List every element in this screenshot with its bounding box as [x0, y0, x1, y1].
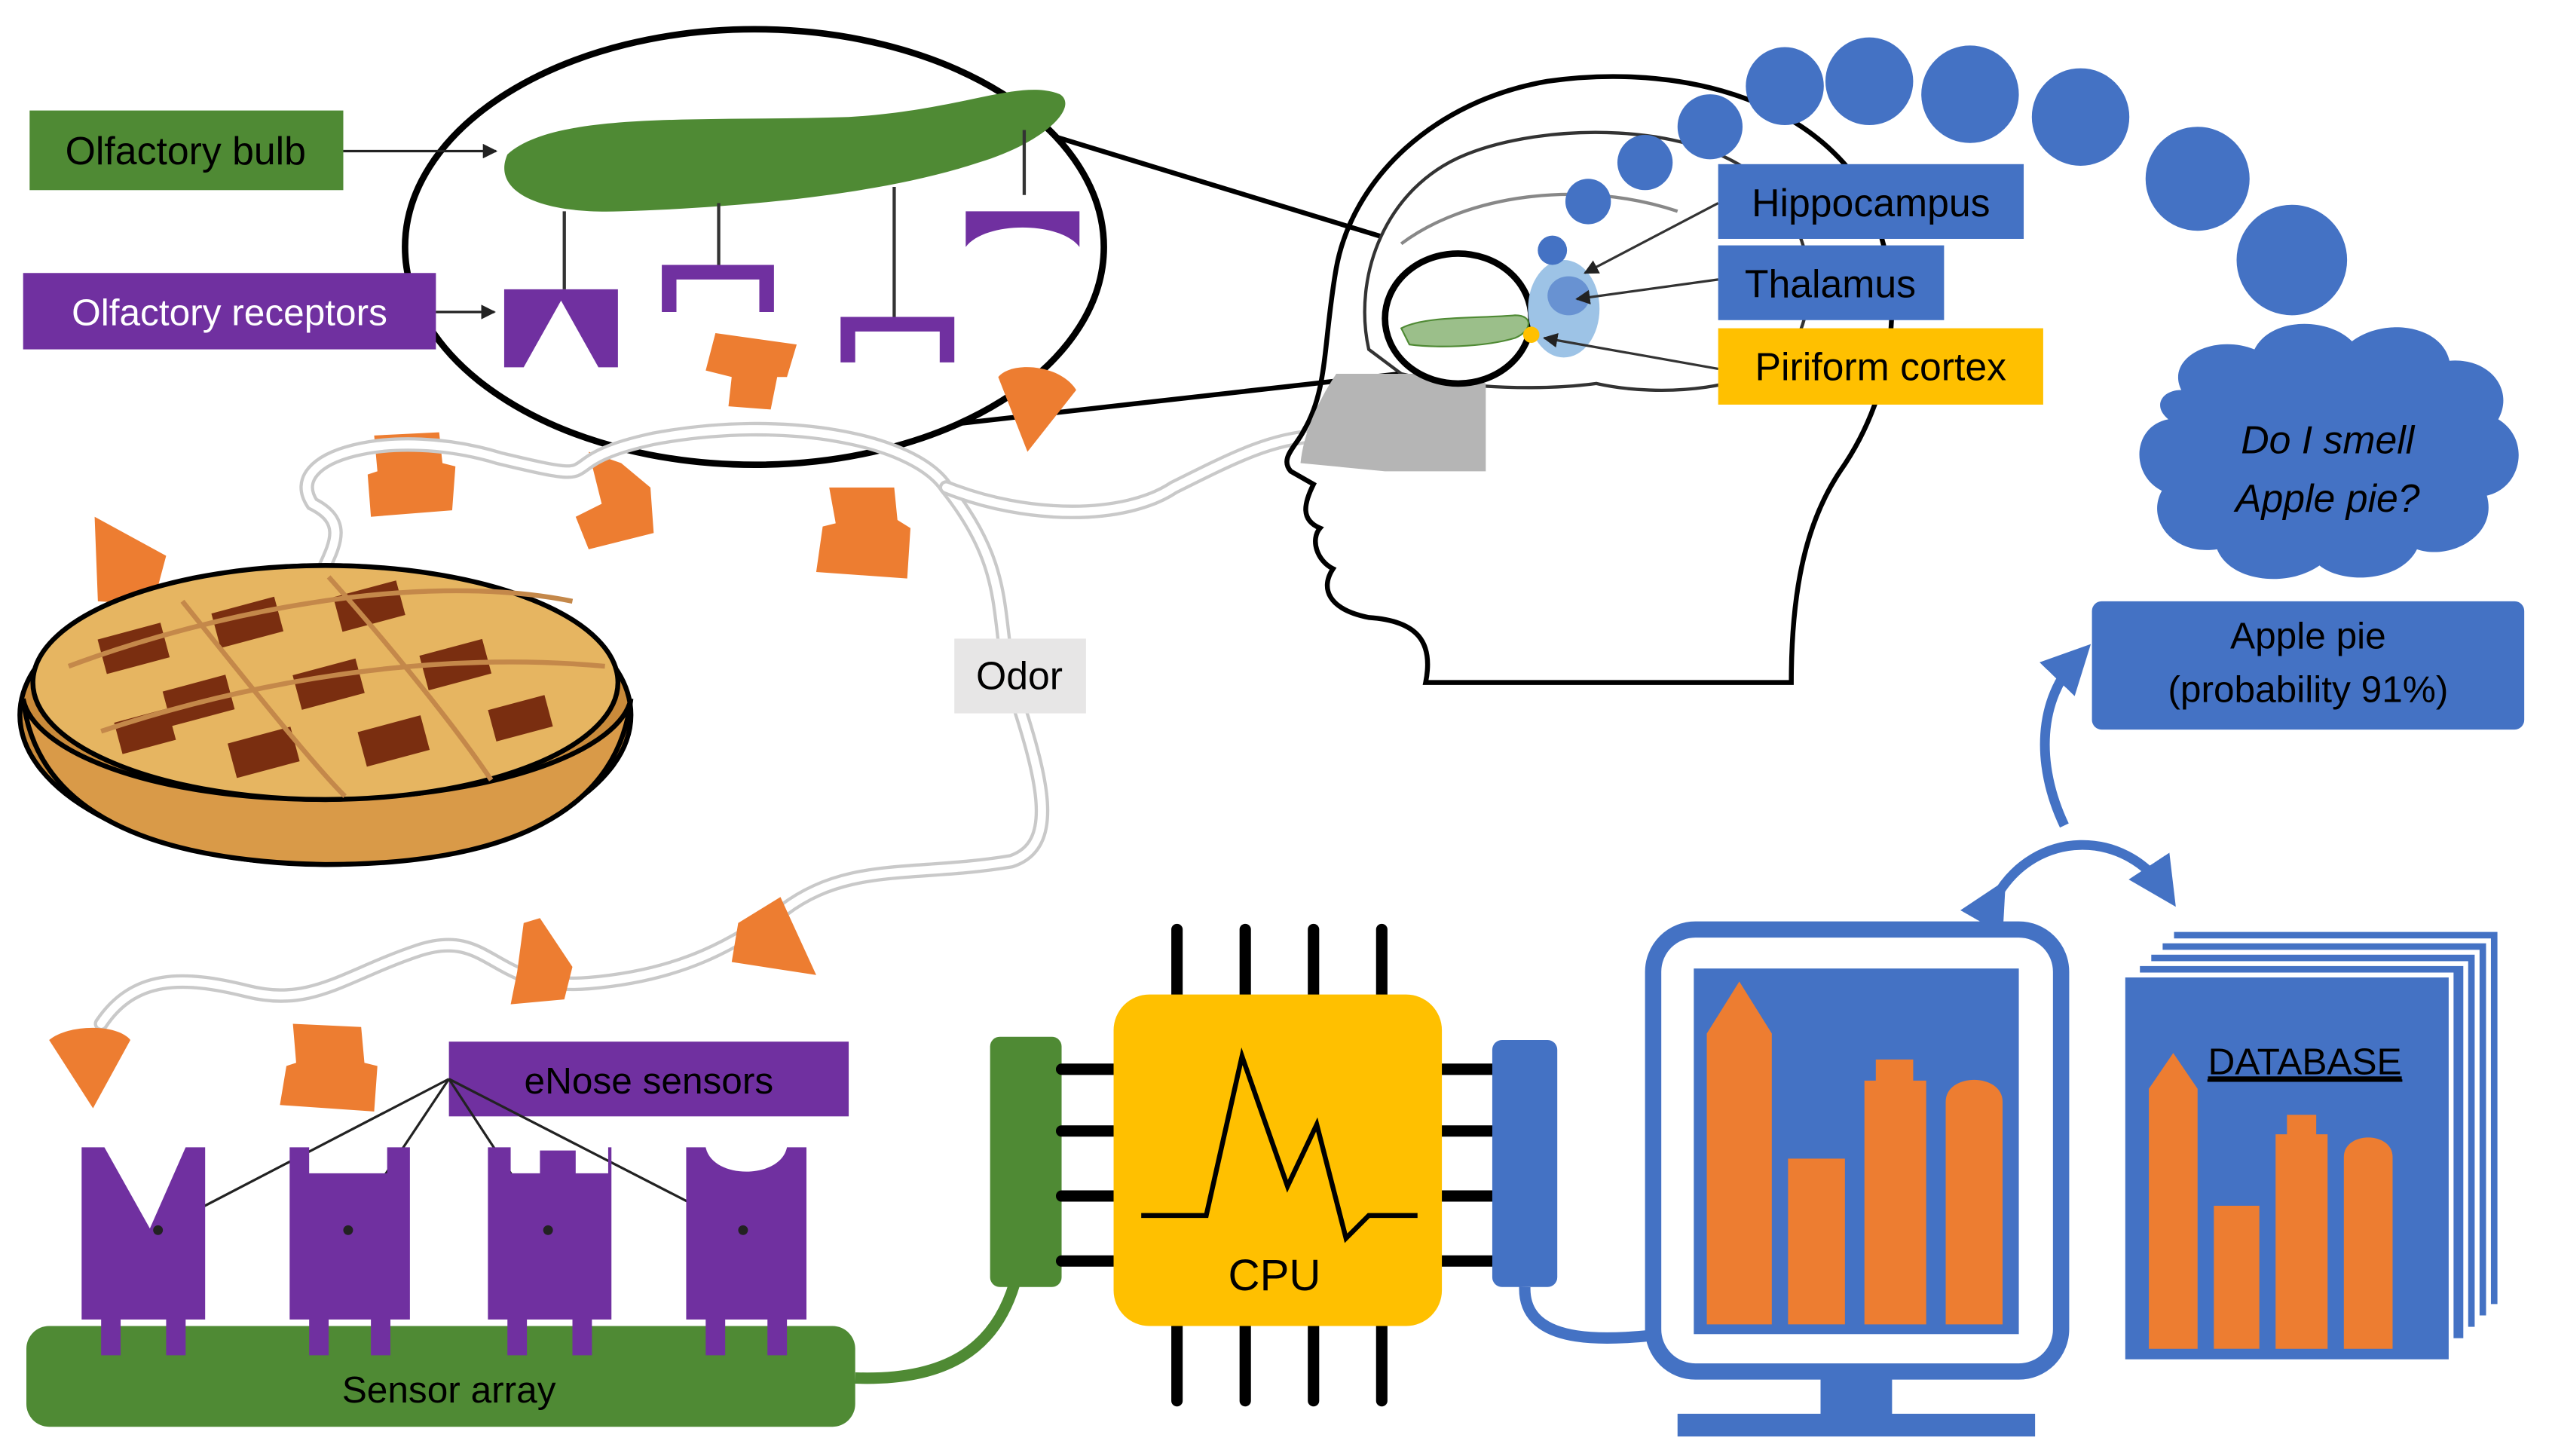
exchange-arrows [1960, 644, 2176, 935]
result-box: Apple pie (probability 91%) [2092, 601, 2525, 730]
enose-sensors-label: eNose sensors [448, 1042, 849, 1117]
odor-label: Odor [954, 638, 1086, 714]
blue-connector [1492, 1040, 1558, 1287]
thought-bubbles [1538, 37, 2348, 316]
svg-text:Sensor array: Sensor array [342, 1369, 556, 1411]
hippocampus-label: Hippocampus [1718, 164, 2024, 239]
receptor-v-shape [503, 289, 618, 368]
thought-text-line2: Apple pie? [2233, 476, 2420, 520]
svg-text:DATABASE: DATABASE [2208, 1040, 2401, 1082]
database-stack: DATABASE [2120, 927, 2503, 1365]
cpu-label: CPU [1229, 1251, 1321, 1300]
brain-pointers [1543, 202, 1719, 371]
receptor-square-cup [840, 317, 955, 362]
receptor-stalks [562, 130, 1027, 322]
thalamus-label: Thalamus [1718, 245, 1945, 320]
nasal-cavity [1300, 373, 1486, 472]
receptor-round-cup [965, 211, 1080, 247]
thought-text-line1: Do I smell [2241, 418, 2416, 462]
cable-sensor-cpu [855, 1282, 1021, 1384]
odor-path [93, 421, 1328, 1032]
receptor-square-cup [662, 265, 774, 312]
odor-molecules-sensors [49, 897, 816, 1112]
svg-text:Hippocampus: Hippocampus [1752, 181, 1990, 225]
svg-text:eNose sensors: eNose sensors [525, 1060, 774, 1102]
thought-cloud [2139, 323, 2519, 580]
olfactory-bulb-shape [504, 90, 1066, 212]
olfactory-receptors-label: Olfactory receptors [23, 273, 436, 350]
svg-text:(probability 91%): (probability 91%) [2168, 668, 2448, 711]
olfactory-bulb-label: Olfactory bulb [29, 110, 344, 191]
svg-text:Odor: Odor [976, 653, 1063, 697]
cpu-signal-trace [1141, 1047, 1418, 1243]
enose-sensor-elements [81, 1147, 806, 1356]
svg-text:Olfactory receptors: Olfactory receptors [72, 291, 387, 333]
piriform-shape [1522, 326, 1540, 343]
odor-molecules-ellipse [705, 333, 1076, 452]
svg-text:Olfactory bulb: Olfactory bulb [66, 129, 306, 173]
sensor-array: Sensor array [26, 1326, 855, 1427]
monitor [1645, 921, 2070, 1437]
svg-text:Thalamus: Thalamus [1745, 262, 1916, 306]
svg-text:Piriform cortex: Piriform cortex [1755, 345, 2007, 389]
olfactory-receptors-group [503, 211, 1080, 368]
apple-pie-image [17, 563, 634, 867]
piriform-cortex-label: Piriform cortex [1718, 328, 2043, 405]
odor-molecules-floating [94, 432, 910, 605]
svg-text:Apple pie: Apple pie [2230, 614, 2386, 656]
green-connector [990, 1036, 1062, 1287]
